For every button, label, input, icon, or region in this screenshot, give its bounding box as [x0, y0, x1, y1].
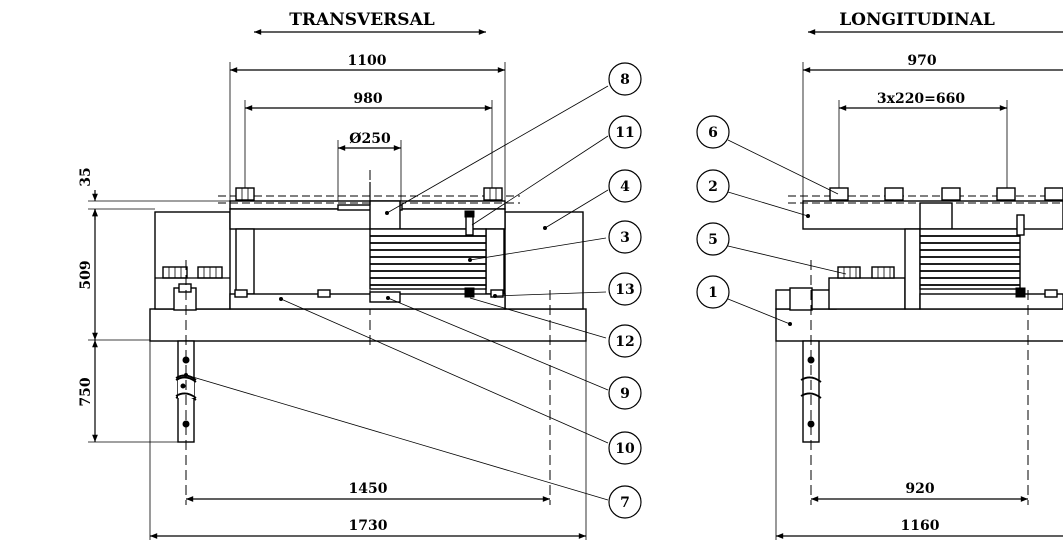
- balloon-label: 1: [708, 285, 718, 301]
- balloon-label: 8: [620, 72, 630, 88]
- transversal-title: TRANSVERSAL: [289, 10, 435, 30]
- balloon-2: 2: [696, 169, 730, 203]
- dim-509: 509: [78, 260, 94, 289]
- dim-1160: 1160: [901, 518, 940, 534]
- column-left: [235, 228, 255, 295]
- break-line: [175, 392, 197, 399]
- dim-980: 980: [353, 91, 382, 107]
- balloon-9: 9: [608, 376, 642, 410]
- pin-block-long: [919, 202, 953, 230]
- bottom-block: [369, 291, 401, 303]
- top-bolts-long: [829, 187, 1063, 201]
- transversal-view: TRANSVERSAL 1100 980 Ø250 35 509 750: [78, 10, 642, 540]
- balloon-4: 4: [608, 169, 642, 203]
- anchor-head-long: [789, 287, 813, 311]
- column-long: [904, 228, 921, 310]
- balloon-label: 4: [620, 179, 630, 195]
- balloon-13: 13: [608, 272, 642, 306]
- elastomer-layers: [369, 228, 487, 290]
- pin-block: [369, 200, 401, 230]
- bolt-group: [155, 266, 230, 279]
- bottom-bolts: [234, 210, 504, 298]
- dim-35: 35: [78, 167, 94, 186]
- balloon-label: 10: [615, 441, 635, 457]
- balloon-8: 8: [608, 62, 642, 96]
- base-plate: [149, 308, 587, 342]
- dim-660: 3x220=660: [877, 91, 966, 107]
- balloon-label: 2: [708, 179, 718, 195]
- dim-1100: 1100: [348, 53, 387, 69]
- dim-970: 970: [907, 53, 936, 69]
- leader-lines-long: [727, 139, 847, 326]
- top-beam: [229, 208, 506, 230]
- balloon-10: 10: [608, 431, 642, 465]
- balloon-1: 1: [696, 275, 730, 309]
- balloon-5: 5: [696, 222, 730, 256]
- balloon-label: 12: [615, 334, 634, 350]
- balloon-label: 6: [708, 125, 718, 141]
- dim-750: 750: [78, 377, 94, 406]
- dim-920: 920: [905, 481, 934, 497]
- column-right: [485, 228, 505, 295]
- balloon-11: 11: [608, 115, 642, 149]
- balloon-6: 6: [696, 115, 730, 149]
- longitudinal-view: LONGITUDINAL 970 3x220=660: [696, 10, 1063, 540]
- dim-1450: 1450: [349, 481, 388, 497]
- top-bolts: [235, 187, 503, 201]
- base-plate-long: [775, 308, 1063, 342]
- dim-1730: 1730: [349, 518, 388, 534]
- balloon-3: 3: [608, 220, 642, 254]
- mid-block: [828, 277, 906, 310]
- longitudinal-title: LONGITUDINAL: [839, 10, 995, 30]
- balloon-12: 12: [608, 324, 642, 358]
- dim-250: Ø250: [349, 131, 391, 147]
- leader-lines: [184, 85, 609, 501]
- bottom-plate-long: [919, 293, 1063, 310]
- bottom-plate: [229, 293, 506, 310]
- break-line: [175, 376, 197, 383]
- balloon-label: 13: [615, 282, 634, 298]
- balloon-label: 7: [620, 495, 630, 511]
- mid-bolts: [837, 266, 895, 279]
- balloon-label: 9: [620, 386, 630, 402]
- elastomer-layers-long: [919, 228, 1021, 290]
- balloon-label: 3: [620, 230, 630, 246]
- balloon-label: 5: [708, 232, 718, 248]
- anchor-nut: [178, 283, 192, 293]
- balloon-label: 11: [615, 125, 634, 141]
- balloon-7: 7: [608, 485, 642, 519]
